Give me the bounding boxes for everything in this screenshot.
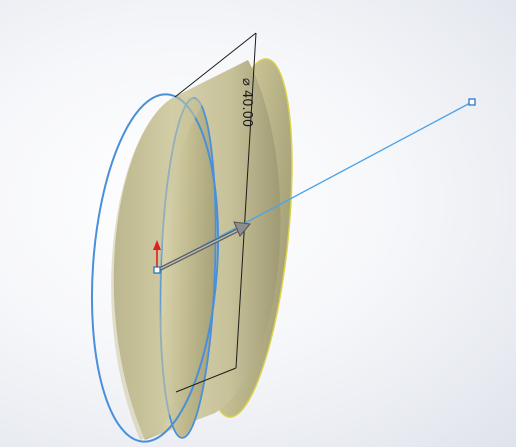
ring-inner-opening bbox=[160, 98, 216, 438]
diameter-dimension[interactable]: ⌀ 40.00 bbox=[174, 32, 257, 393]
extrude-direction-arrow[interactable] bbox=[157, 221, 251, 272]
diameter-dimension-text[interactable]: ⌀ 40.00 bbox=[239, 78, 254, 127]
origin-point bbox=[153, 266, 161, 274]
sketch-line[interactable] bbox=[156, 101, 473, 271]
sketch-line-endpoint[interactable] bbox=[468, 98, 476, 106]
origin-triad bbox=[153, 240, 161, 274]
ring-front-outer-edge[interactable] bbox=[81, 90, 229, 446]
